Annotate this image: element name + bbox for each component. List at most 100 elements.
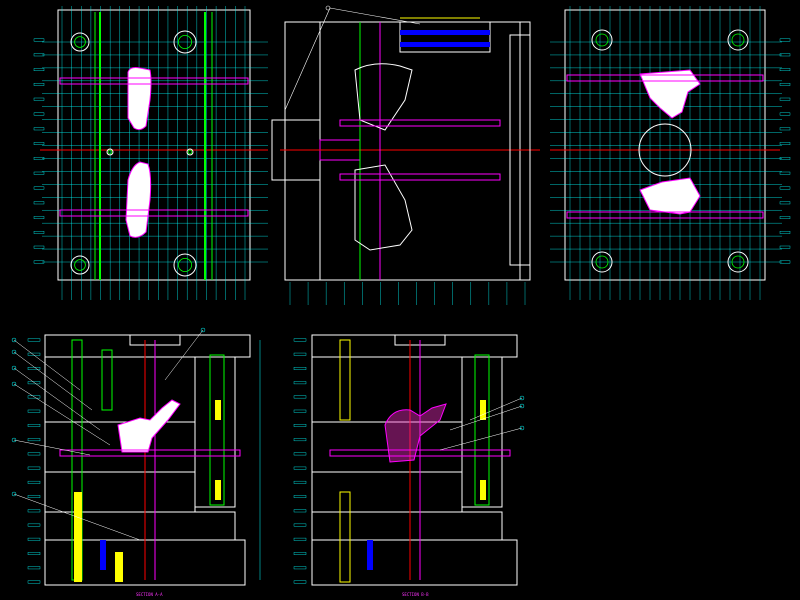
- hole-circle-inner: [731, 255, 745, 269]
- stopper: [215, 400, 221, 420]
- slide-rail: [566, 74, 764, 82]
- cavity-insert-top: [127, 67, 152, 131]
- dimension-tag: [27, 552, 41, 555]
- ejector-pin: [115, 552, 123, 582]
- guide-pillar: [339, 339, 351, 421]
- return-pin: [209, 354, 225, 506]
- part-profile-bottom: [354, 164, 413, 251]
- dimension-labels: [293, 338, 307, 584]
- balloon-marker: [519, 425, 525, 431]
- ejector-rod: [339, 119, 501, 127]
- dimension-tag: [293, 367, 307, 370]
- dimension-tag: [293, 537, 307, 541]
- hole-circle-inner: [74, 259, 86, 271]
- hole-circle: [591, 29, 613, 51]
- slide-rail: [59, 77, 249, 85]
- leader-line: [13, 493, 141, 541]
- hidden-layer: [400, 30, 490, 35]
- balloon-marker: [519, 403, 525, 409]
- leader-line: [164, 329, 204, 381]
- balloon-marker: [11, 349, 17, 355]
- dimension-tag: [33, 260, 45, 264]
- leader-lines: [439, 395, 525, 451]
- leader-line: [13, 439, 91, 456]
- mold-plate-outline: [57, 9, 251, 281]
- dimension-tag: [27, 381, 41, 385]
- dimension-tag: [779, 68, 791, 72]
- dimension-tag: [293, 566, 307, 570]
- guide-pillar: [339, 491, 351, 583]
- hole-circle: [727, 29, 749, 51]
- dimension-tag: [779, 245, 791, 249]
- dimension-tag: [27, 438, 41, 442]
- balloon-marker: [200, 327, 206, 333]
- dimension-tag: [293, 424, 307, 427]
- cavity-insert-bottom: [125, 161, 152, 238]
- dimension-tag: [33, 156, 45, 160]
- dimension-labels: [27, 338, 41, 584]
- top-plan-view-left[interactable]: [33, 6, 268, 300]
- balloon-marker: [11, 337, 17, 343]
- dimension-tag: [27, 566, 41, 570]
- cavity-insert-bottom: [639, 177, 701, 215]
- section-view-a[interactable]: SECTION A-A: [11, 327, 261, 597]
- dimension-tag: [27, 367, 41, 370]
- dimension-tag: [779, 186, 791, 190]
- dimension-tag: [293, 509, 307, 513]
- mold-plate-outline: [564, 9, 766, 281]
- dimension-tag: [33, 82, 45, 86]
- dimension-tag: [33, 38, 45, 42]
- dimension-tag: [27, 480, 41, 484]
- dimension-tag: [779, 201, 791, 205]
- return-pin: [474, 354, 490, 506]
- leader-line: [329, 7, 421, 25]
- dimension-tag: [293, 381, 307, 385]
- hidden-layer: [400, 42, 490, 47]
- dimension-tag: [27, 537, 41, 541]
- dimension-tag: [33, 201, 45, 205]
- dimension-tag: [27, 495, 41, 498]
- dimension-tag: [779, 82, 791, 86]
- dimension-tag: [27, 466, 41, 470]
- leader-line: [13, 383, 111, 446]
- front-elevation-view[interactable]: [271, 5, 540, 305]
- leader-line: [13, 339, 81, 391]
- leader-line: [439, 427, 523, 451]
- top-plan-view-right[interactable]: [550, 6, 791, 300]
- hole-circle: [106, 148, 114, 156]
- guide-pillar-holes: [70, 30, 197, 277]
- dimension-tag: [293, 480, 307, 484]
- molded-part-section: [117, 399, 181, 453]
- leader-line: [449, 405, 523, 431]
- hole-circle-inner: [731, 33, 745, 47]
- dimension-tag: [27, 424, 41, 427]
- dimension-tag: [27, 523, 41, 527]
- hole-circle: [727, 251, 749, 273]
- balloon-marker: [11, 491, 17, 497]
- stopper: [215, 480, 221, 500]
- molded-part-section: [384, 403, 447, 463]
- hole-circle-inner: [595, 255, 609, 269]
- dimension-tag: [779, 142, 791, 145]
- guide-pillar: [101, 349, 113, 411]
- dimension-tag: [293, 495, 307, 498]
- dimension-labels: [779, 38, 791, 264]
- ejector-pin: [74, 492, 82, 582]
- dimension-tag: [779, 156, 791, 160]
- dimension-tag: [33, 68, 45, 72]
- dimension-lines-vertical: [289, 282, 526, 305]
- dimension-tag: [293, 580, 307, 584]
- dimension-tag: [293, 409, 307, 413]
- dimension-tag: [33, 186, 45, 190]
- cooling-channel: [100, 540, 106, 570]
- hole-circle-inner: [187, 149, 193, 155]
- bottom-clamp-plate: [311, 539, 518, 586]
- dimension-tag: [293, 452, 307, 456]
- support-pillar: [509, 34, 531, 266]
- leader-line: [469, 397, 523, 421]
- cooling-channel: [367, 540, 373, 570]
- section-view-b[interactable]: SECTION B-B: [293, 334, 525, 597]
- dimension-tag: [779, 112, 791, 116]
- ejector-rod: [339, 173, 501, 181]
